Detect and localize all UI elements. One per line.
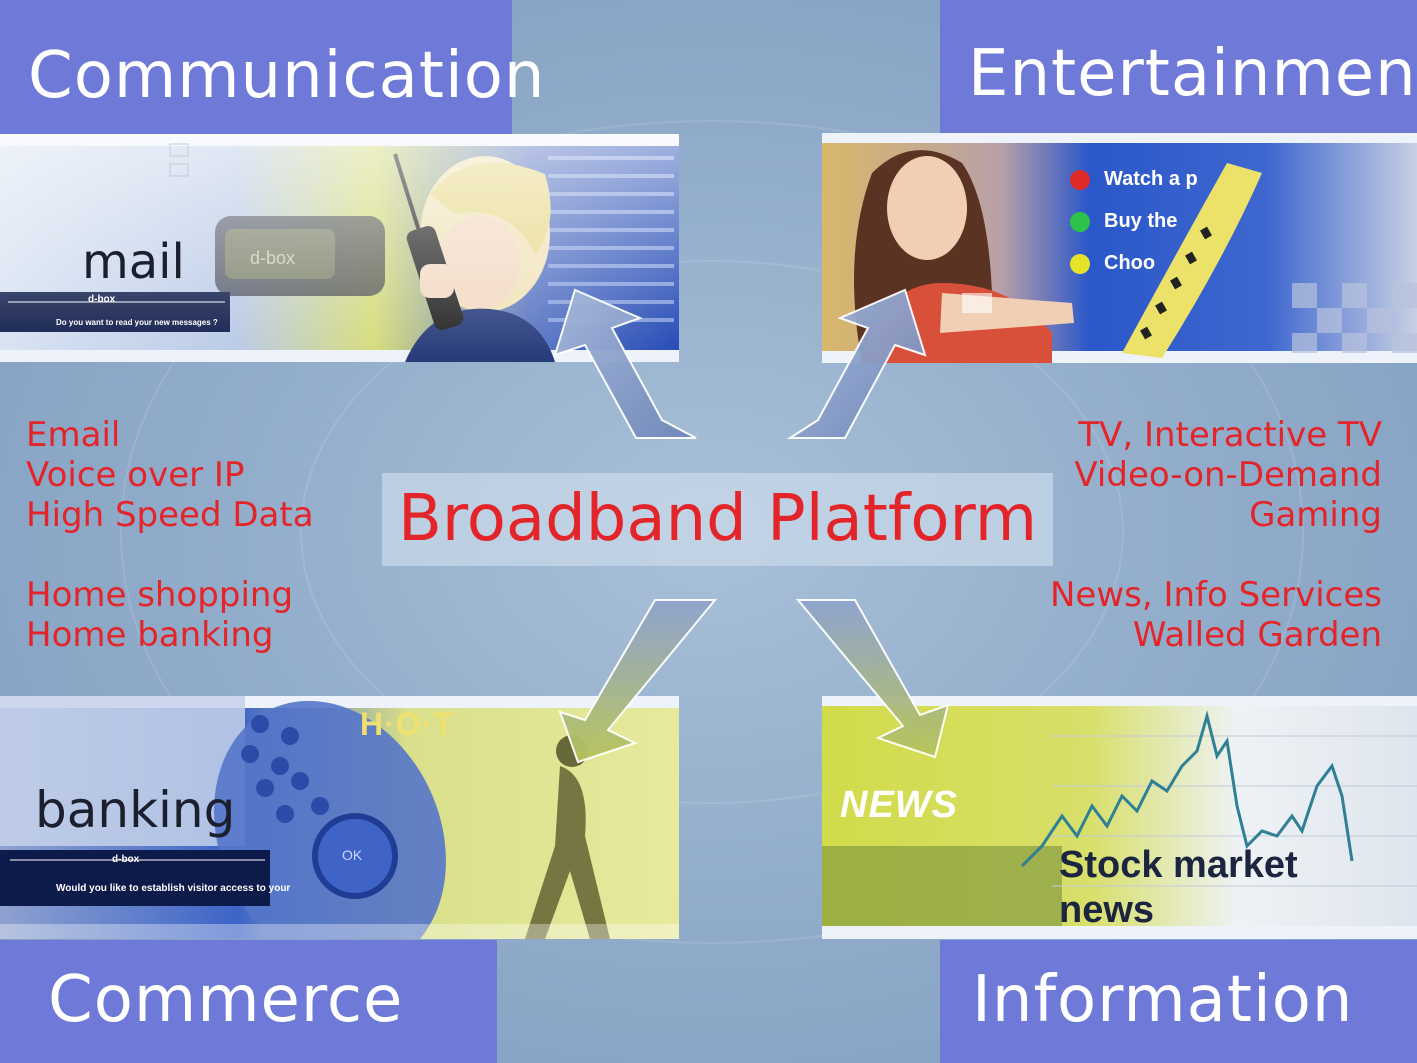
background-swirl (120, 120, 1304, 944)
center-title: Broadband Platform (397, 482, 1038, 556)
service-item: High Speed Data (26, 495, 314, 535)
communication-title-box (0, 0, 512, 136)
red-dot-icon (1070, 170, 1090, 190)
information-title: Information (972, 963, 1354, 1037)
entertainment-menu-item-2: Buy the (1104, 210, 1178, 232)
service-item: Voice over IP (26, 455, 245, 495)
information-news-label: NEWS (840, 784, 958, 826)
commerce-title-box (0, 940, 497, 1063)
commerce-screen-logo: d-box (112, 854, 140, 865)
background-swirl (300, 260, 1124, 804)
communication-screen-word: mail (82, 234, 185, 290)
green-dot-icon (1070, 212, 1090, 232)
service-item: Email (26, 415, 121, 455)
service-item: Home banking (26, 615, 274, 655)
communication-screen-prompt: Do you want to read your new messages ? (56, 318, 218, 327)
communication-services: Email Voice over IP High Speed Data (26, 415, 314, 535)
service-item: TV, Interactive TV (1078, 415, 1382, 455)
arrow-to-information (795, 599, 950, 759)
entertainment-menu-item-3: Choo (1104, 252, 1156, 274)
commerce-ok-label: OK (342, 847, 363, 863)
service-item: Home shopping (26, 575, 294, 615)
commerce-screen-word: banking (35, 781, 236, 839)
entertainment-title-box (940, 0, 1417, 136)
commerce-hot-label: H·O·T (360, 706, 454, 742)
entertainment-services: TV, Interactive TV Video-on-Demand Gamin… (1074, 415, 1382, 535)
service-item: News, Info Services (1049, 575, 1382, 615)
entertainment-title: Entertainment (968, 37, 1417, 111)
service-item: Gaming (1249, 495, 1382, 535)
commerce-title: Commerce (48, 963, 404, 1037)
service-item: Video-on-Demand (1074, 455, 1382, 495)
commerce-photo (0, 696, 679, 939)
commerce-screen-prompt: Would you like to establish visitor acce… (56, 883, 291, 894)
arrow-to-commerce (558, 599, 718, 764)
entertainment-menu-item-1: Watch a p (1104, 168, 1198, 190)
information-title-box (940, 940, 1417, 1063)
commerce-services: Home shopping Home banking (26, 575, 293, 655)
information-stock-label: Stock market (1059, 844, 1298, 886)
yellow-dot-icon (1070, 254, 1090, 274)
information-services: News, Info Services Walled Garden (1050, 575, 1382, 655)
communication-title: Communication (28, 39, 546, 113)
service-item: Walled Garden (1132, 615, 1382, 655)
commerce-image: H·O·T banking OK d-box Would you like to… (0, 696, 679, 939)
center-title-box (382, 473, 1053, 566)
communication-image: d-box mail d-box Do you want to read you… (0, 134, 679, 362)
arrow-to-communication (553, 288, 697, 439)
information-stock-label-2: news (1059, 889, 1155, 931)
communication-screen-logo: d-box (88, 294, 116, 305)
arrow-to-entertainment (786, 288, 927, 439)
communication-photo: d-box (0, 134, 679, 362)
